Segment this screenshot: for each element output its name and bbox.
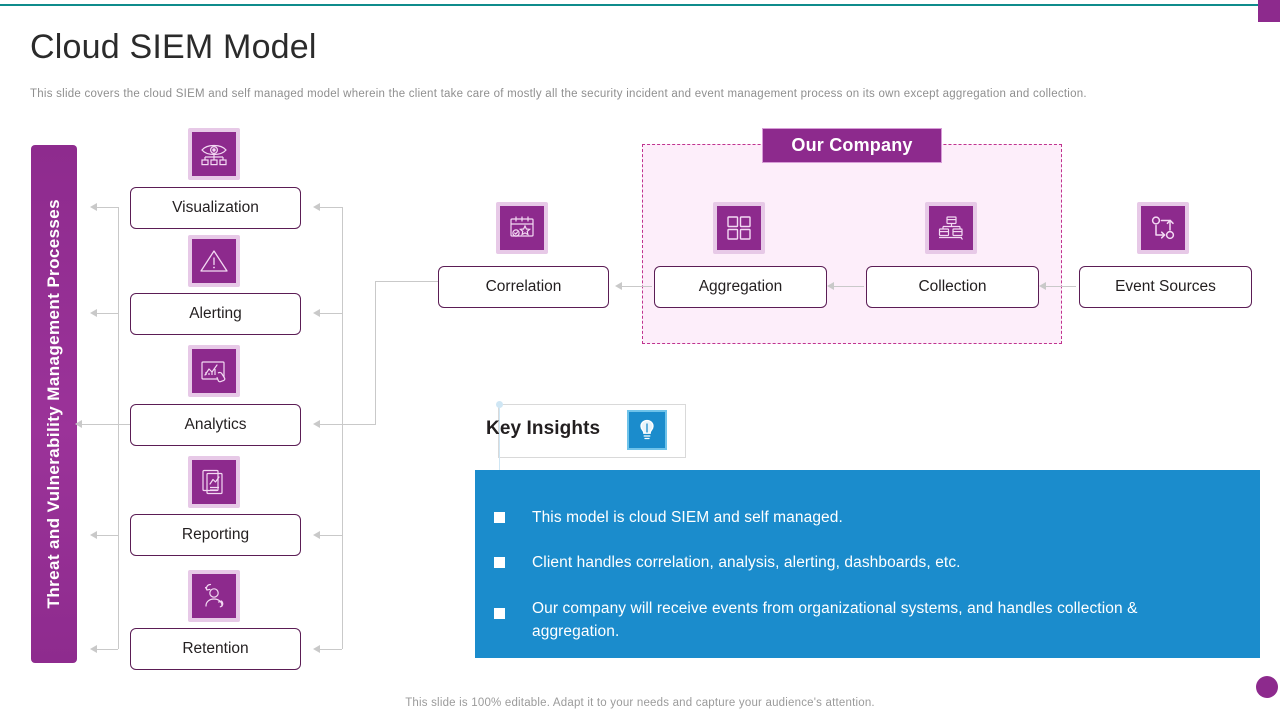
arrow-left-reporting-icon [90, 531, 97, 539]
arrow-left-analytics-icon [75, 420, 82, 428]
arrow-right-visualization-icon [313, 203, 320, 211]
connector-aggregation-to-correlation [620, 286, 652, 287]
chart-hand-icon [192, 349, 236, 393]
insights-bullet [494, 608, 505, 619]
process-label-analytics: Analytics [184, 416, 247, 433]
lightbulb-idea-icon [627, 410, 667, 450]
insights-item-2: Client handles correlation, analysis, al… [532, 554, 961, 571]
connector-right-alerting [320, 313, 342, 314]
insights-bullet [494, 557, 505, 568]
our-company-tag: Our Company [762, 128, 942, 163]
page-title: Cloud SIEM Model [30, 28, 317, 66]
key-insights-frame [498, 404, 686, 458]
insights-item-1: This model is cloud SIEM and self manage… [532, 509, 843, 526]
process-box-alerting[interactable]: Alerting [130, 293, 301, 335]
connector-left-alerting [97, 313, 118, 314]
process-box-reporting[interactable]: Reporting [130, 514, 301, 556]
flow-box-collection[interactable]: Collection [866, 266, 1039, 308]
connector-left-visualization [97, 207, 118, 208]
process-box-retention[interactable]: Retention [130, 628, 301, 670]
connector-correlation-branch-vertical [375, 281, 376, 425]
key-insights-panel [475, 470, 1260, 658]
arrow-left-visualization-icon [90, 203, 97, 211]
insights-bullet [494, 512, 505, 523]
arrow-eventsources-to-collection-icon [1039, 282, 1046, 290]
icon-tile-alerting [188, 235, 240, 287]
connector-right-spine [342, 207, 343, 649]
process-label-retention: Retention [182, 640, 249, 657]
our-company-region [642, 144, 1062, 344]
connector-left-analytics [82, 424, 130, 425]
connector-eventsources-to-collection [1044, 286, 1076, 287]
vertical-rail-threat-management: Threat and Vulnerability Management Proc… [31, 145, 77, 663]
arrow-right-alerting-icon [313, 309, 320, 317]
event-swap-icon [1141, 206, 1185, 250]
icon-tile-retention [188, 570, 240, 622]
flow-label-event-sources: Event Sources [1115, 278, 1216, 295]
calendar-star-icon [500, 206, 544, 250]
process-label-reporting: Reporting [181, 526, 250, 543]
connector-right-analytics [320, 424, 375, 425]
key-insights-title: Key Insights [486, 418, 601, 439]
connector-right-visualization [320, 207, 342, 208]
footer-note: This slide is 100% editable. Adapt it to… [405, 697, 875, 709]
arrow-aggregation-to-correlation-icon [615, 282, 622, 290]
process-label-alerting: Alerting [189, 305, 242, 322]
icon-tile-analytics [188, 345, 240, 397]
flow-label-aggregation: Aggregation [698, 278, 783, 295]
vertical-rail-label: Threat and Vulnerability Management Proc… [44, 199, 63, 609]
arrow-right-analytics-icon [313, 420, 320, 428]
icon-tile-event-sources [1137, 202, 1189, 254]
icon-tile-aggregation [713, 202, 765, 254]
icon-tile-visualization [188, 128, 240, 180]
icon-tile-collection [925, 202, 977, 254]
arrow-collection-to-aggregation-icon [827, 282, 834, 290]
insights-spine-dot-top [496, 401, 503, 408]
user-retention-icon [192, 574, 236, 618]
warning-triangle-icon [192, 239, 236, 283]
flow-label-collection: Collection [918, 278, 987, 295]
our-company-label: Our Company [791, 135, 913, 155]
connector-left-spine [118, 207, 119, 649]
arrow-left-retention-icon [90, 645, 97, 653]
connector-left-retention [97, 649, 118, 650]
arrow-left-alerting-icon [90, 309, 97, 317]
four-squares-icon [717, 206, 761, 250]
page-subtitle: This slide covers the cloud SIEM and sel… [30, 88, 1087, 100]
process-box-analytics[interactable]: Analytics [130, 404, 301, 446]
flow-box-correlation[interactable]: Correlation [438, 266, 609, 308]
flow-box-aggregation[interactable]: Aggregation [654, 266, 827, 308]
insights-item-3: Our company will receive events from org… [532, 600, 1138, 641]
flow-label-correlation: Correlation [485, 278, 562, 295]
icon-tile-correlation [496, 202, 548, 254]
flow-box-event-sources[interactable]: Event Sources [1079, 266, 1252, 308]
eye-network-icon [192, 132, 236, 176]
connector-left-reporting [97, 535, 118, 536]
arrow-right-reporting-icon [313, 531, 320, 539]
connector-correlation-branch-top [375, 281, 439, 282]
bottom-right-accent-dot [1256, 676, 1278, 698]
top-accent-rule [0, 4, 1280, 6]
connector-right-reporting [320, 535, 342, 536]
report-document-icon [192, 460, 236, 504]
connector-right-retention [320, 649, 342, 650]
server-stack-icon [929, 206, 973, 250]
process-box-visualization[interactable]: Visualization [130, 187, 301, 229]
arrow-right-retention-icon [313, 645, 320, 653]
process-label-visualization: Visualization [172, 199, 259, 216]
top-right-accent-square [1258, 0, 1280, 22]
connector-collection-to-aggregation [832, 286, 864, 287]
icon-tile-reporting [188, 456, 240, 508]
